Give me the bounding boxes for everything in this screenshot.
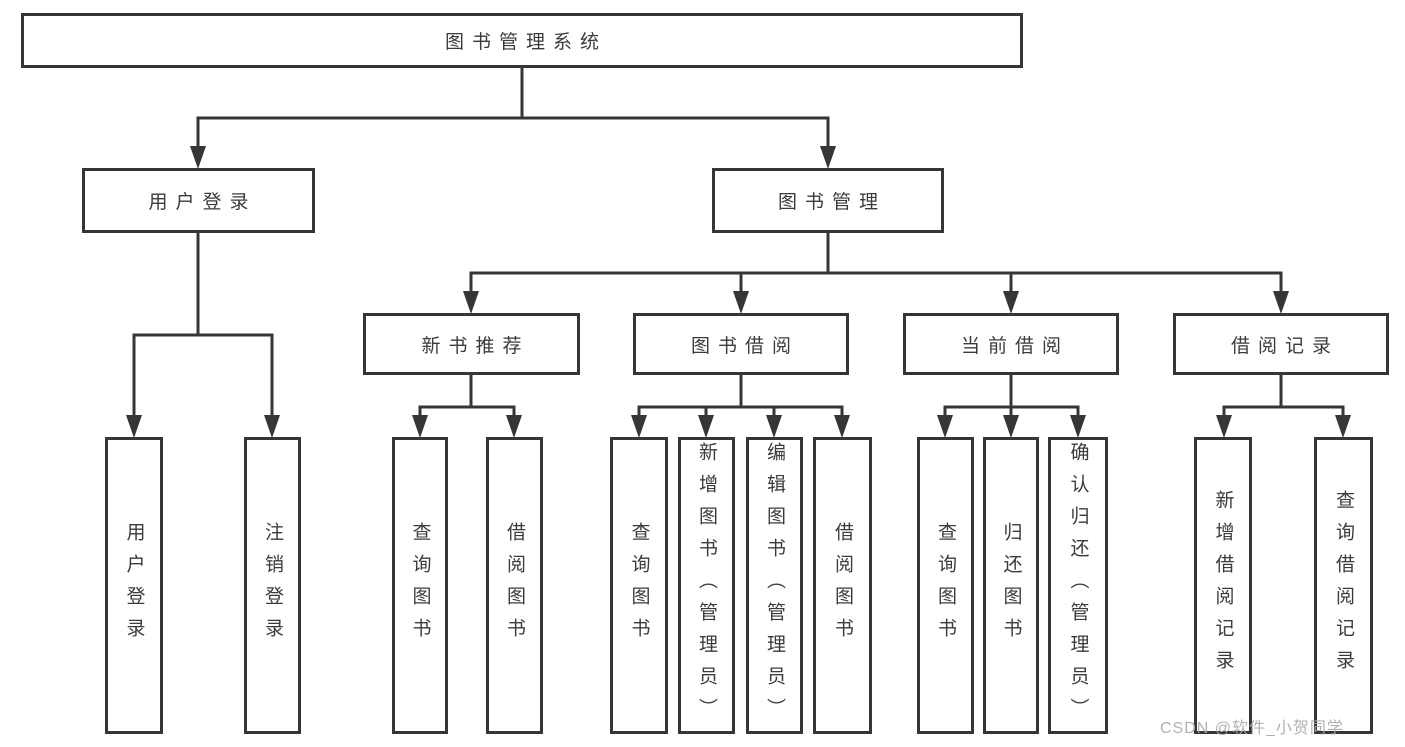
- leaf-br-query-record-label: 查询借阅记录: [1333, 489, 1354, 682]
- leaf-cb-query-books: 查询图书: [917, 437, 974, 734]
- leaf-cb-confirm-return-admin-label: 确认归还（管理员）: [1067, 441, 1089, 730]
- node-new-book-recommend: 新书推荐: [363, 313, 580, 375]
- leaf-nb-borrow-books-label: 借阅图书: [504, 521, 525, 650]
- leaf-cb-return-books: 归还图书: [983, 437, 1039, 734]
- node-book-borrow: 图书借阅: [633, 313, 849, 375]
- node-root-system: 图书管理系统: [21, 13, 1023, 68]
- leaf-br-add-record: 新增借阅记录: [1194, 437, 1252, 734]
- leaf-nb-query-books: 查询图书: [392, 437, 448, 734]
- leaf-logout: 注销登录: [244, 437, 301, 734]
- node-borrow-records: 借阅记录: [1173, 313, 1389, 375]
- leaf-bb-add-books-admin: 新增图书（管理员）: [678, 437, 735, 734]
- leaf-nb-borrow-books: 借阅图书: [486, 437, 543, 734]
- node-user-login: 用户登录: [82, 168, 315, 233]
- leaf-cb-query-books-label: 查询图书: [935, 521, 956, 650]
- leaf-br-add-record-label: 新增借阅记录: [1212, 489, 1234, 682]
- node-book-management: 图书管理: [712, 168, 944, 233]
- leaf-bb-borrow-books: 借阅图书: [813, 437, 872, 734]
- leaf-bb-edit-books-admin: 编辑图书（管理员）: [746, 437, 803, 734]
- leaf-cb-return-books-label: 归还图书: [1000, 521, 1022, 650]
- leaf-user-login: 用户登录: [105, 437, 163, 734]
- node-new-book-recommend-label: 新书推荐: [421, 335, 530, 357]
- leaf-br-query-record: 查询借阅记录: [1314, 437, 1373, 734]
- leaf-user-login-label: 用户登录: [123, 521, 145, 650]
- leaf-logout-label: 注销登录: [262, 521, 283, 650]
- leaf-bb-add-books-admin-label: 新增图书（管理员）: [696, 441, 717, 730]
- node-book-borrow-label: 图书借阅: [690, 335, 799, 357]
- leaf-bb-edit-books-admin-label: 编辑图书（管理员）: [764, 441, 785, 730]
- arrowheads: [126, 146, 1351, 438]
- leaf-nb-query-books-label: 查询图书: [409, 521, 431, 650]
- leaf-bb-borrow-books-label: 借阅图书: [832, 521, 853, 650]
- csdn-watermark: CSDN @软件_小贺同学: [1160, 720, 1344, 737]
- node-book-management-label: 图书管理: [777, 192, 886, 213]
- leaf-cb-confirm-return-admin: 确认归还（管理员）: [1048, 437, 1108, 734]
- leaf-bb-query-books: 查询图书: [610, 437, 668, 734]
- node-current-borrow-label: 当前借阅: [960, 335, 1069, 357]
- node-borrow-records-label: 借阅记录: [1230, 335, 1339, 357]
- node-root-system-label: 图书管理系统: [444, 32, 607, 53]
- node-user-login-label: 用户登录: [148, 192, 257, 213]
- node-current-borrow: 当前借阅: [903, 313, 1119, 375]
- leaf-bb-query-books-label: 查询图书: [628, 521, 650, 650]
